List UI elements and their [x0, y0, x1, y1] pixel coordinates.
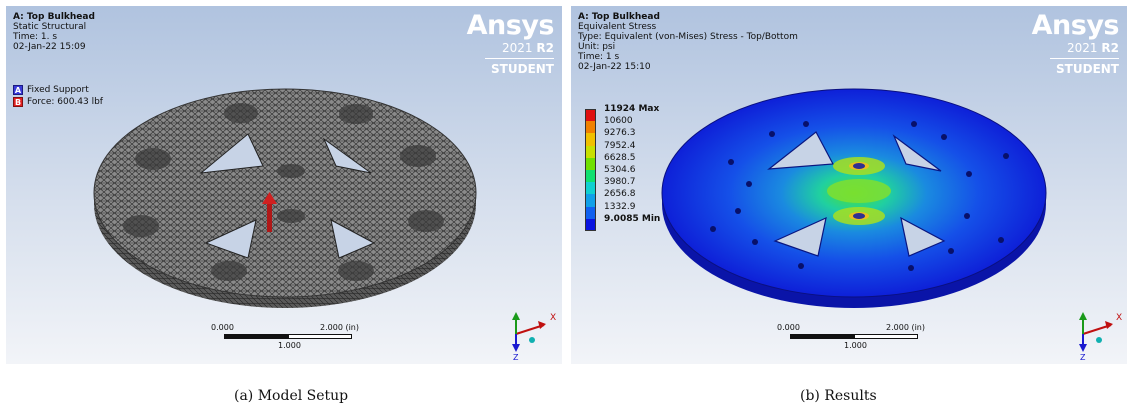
model-title: A: Top Bulkhead	[13, 12, 95, 22]
logo-divider	[1049, 58, 1119, 59]
stress-contour-graphic[interactable]	[571, 6, 1127, 364]
colorbar-swatch	[585, 194, 596, 207]
mesh-model-graphic[interactable]	[6, 6, 562, 364]
logo-edition: STUDENT	[1056, 62, 1119, 76]
colorbar-label: 1332.9	[604, 201, 636, 212]
colorbar-label: 6628.5	[604, 152, 636, 163]
date-label: 02-Jan-22 15:09	[13, 42, 86, 52]
fixed-support-key-icon: A	[13, 85, 23, 95]
time-label: Time: 1 s	[578, 52, 620, 62]
result-info: A: Top Bulkhead Equivalent Stress Type: …	[578, 12, 798, 72]
legend-item-force[interactable]: B Force: 600.43 lbf	[13, 96, 103, 108]
logo-version: 2021 R2	[1032, 41, 1119, 55]
scale-start: 0.000	[211, 323, 234, 332]
caption-results: (b) Results	[800, 388, 877, 404]
model-title: A: Top Bulkhead	[578, 12, 660, 22]
model-setup-viewport[interactable]: A: Top Bulkhead Static Structural Time: …	[6, 6, 562, 364]
results-viewport[interactable]: A: Top Bulkhead Equivalent Stress Type: …	[571, 6, 1127, 364]
analysis-type: Static Structural	[13, 22, 87, 32]
result-type: Type: Equivalent (von-Mises) Stress - To…	[578, 32, 798, 42]
legend-label: Fixed Support	[27, 85, 89, 95]
colorbar-label: 10600	[604, 116, 633, 127]
scale-mid: 1.000	[278, 341, 301, 350]
colorbar-swatch	[585, 145, 596, 158]
colorbar-swatch	[585, 133, 596, 146]
unit-label: Unit: psi	[578, 42, 616, 52]
colorbar-label: 3980.7	[604, 177, 636, 188]
logo-edition: STUDENT	[491, 62, 554, 76]
version-release: R2	[1101, 41, 1119, 55]
logo-version: 2021 R2	[467, 41, 554, 55]
result-name: Equivalent Stress	[578, 22, 657, 32]
scale-mid: 1.000	[844, 341, 867, 350]
colorbar-swatch	[585, 157, 596, 170]
colorbar-swatch	[585, 218, 596, 231]
colorbar-label: 7952.4	[604, 140, 636, 151]
colorbar-swatch	[585, 169, 596, 183]
version-release: R2	[536, 41, 554, 55]
caption-model-setup: (a) Model Setup	[234, 388, 349, 404]
scale-start: 0.000	[777, 323, 800, 332]
colorbar-label: 9.0085 Min	[604, 213, 661, 224]
version-year: 2021	[1067, 41, 1098, 55]
force-arrow-icon	[262, 192, 277, 232]
colorbar-swatch	[585, 206, 596, 219]
logo-divider	[484, 58, 554, 59]
date-label: 02-Jan-22 15:10	[578, 62, 651, 72]
boundary-legend: A Fixed Support B Force: 600.43 lbf	[13, 84, 103, 108]
colorbar-swatch	[585, 182, 596, 195]
colorbar-label: 2656.8	[604, 189, 636, 200]
colorbar-label: 5304.6	[604, 164, 636, 175]
logo-brand: Ansys	[1031, 10, 1120, 41]
force-key-icon: B	[13, 97, 23, 107]
version-year: 2021	[502, 41, 533, 55]
scale-end: 2.000 (in)	[886, 323, 925, 332]
colorbar-label: 9276.3	[604, 128, 636, 139]
ansys-logo: Ansys 2021 R2 STUDENT	[1031, 10, 1120, 77]
colorbar-label: 11924 Max	[604, 104, 660, 114]
analysis-info: A: Top Bulkhead Static Structural Time: …	[13, 12, 95, 52]
ansys-logo: Ansys 2021 R2 STUDENT	[466, 10, 555, 77]
logo-brand: Ansys	[466, 10, 555, 41]
legend-item-fixed-support[interactable]: A Fixed Support	[13, 84, 103, 96]
time-label: Time: 1. s	[13, 32, 58, 42]
scale-end: 2.000 (in)	[320, 323, 359, 332]
colorbar-swatch	[585, 109, 596, 122]
colorbar-swatch	[585, 121, 596, 134]
legend-label: Force: 600.43 lbf	[27, 97, 103, 107]
